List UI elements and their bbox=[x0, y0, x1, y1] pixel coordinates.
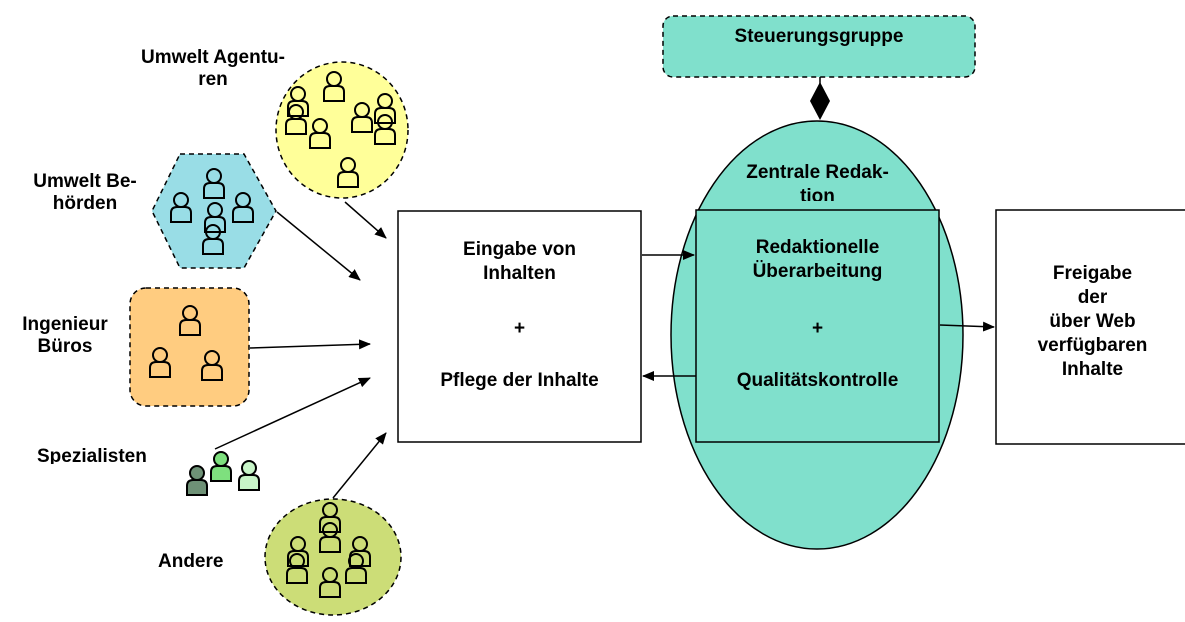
andere-group bbox=[264, 498, 402, 616]
editorial-plus: + bbox=[811, 318, 824, 339]
output-box-text: Freigabe der über Web verfügbaren Inhalt… bbox=[1037, 263, 1148, 380]
steering-group-label: Steuerungsgruppe bbox=[734, 26, 904, 47]
input-line-2: Inhalten bbox=[483, 263, 556, 284]
editorial-line-3: Qualitätskontrolle bbox=[736, 370, 899, 391]
input-box bbox=[397, 210, 642, 443]
umwelt-agenturen-label: Umwelt Agentu- ren bbox=[141, 47, 285, 90]
andere-label: Andere bbox=[158, 551, 224, 572]
editorial-box bbox=[695, 209, 940, 443]
arrow-agenturen-to-input bbox=[344, 201, 387, 239]
arrow-bueros-to-input bbox=[249, 339, 371, 350]
editorial-line-2: Überarbeitung bbox=[752, 261, 883, 282]
ingenieur-bueros-label: Ingenieur Büros bbox=[22, 314, 108, 357]
umwelt-behoerden-group bbox=[151, 153, 277, 269]
editorial-box-text: Redaktionelle Überarbeitung bbox=[696, 236, 939, 284]
steering-group-box bbox=[662, 15, 976, 78]
central-editorial-title: Zentrale Redak- tion bbox=[746, 162, 889, 201]
ingenieur-bueros-group bbox=[129, 287, 250, 407]
spezialisten-group bbox=[186, 451, 260, 496]
input-box-text: Eingabe von Inhalten bbox=[398, 238, 641, 286]
umwelt-behoerden-label: Umwelt Be- hörden bbox=[33, 171, 137, 214]
arrow-behoerden-to-input bbox=[276, 211, 361, 281]
arrow-andere-to-input bbox=[332, 432, 387, 499]
arrow-spezialisten-to-input bbox=[214, 377, 371, 450]
output-box bbox=[995, 209, 1185, 445]
arrow-editorial-to-output bbox=[939, 321, 995, 332]
umwelt-agenturen-group bbox=[275, 61, 409, 199]
input-line-3: Pflege der Inhalte bbox=[440, 370, 599, 391]
editorial-line-1: Redaktionelle bbox=[755, 237, 880, 258]
aggregation-diamond-icon bbox=[810, 82, 830, 120]
input-plus: + bbox=[513, 318, 526, 339]
spezialisten-label: Spezialisten bbox=[37, 446, 147, 464]
input-line-1: Eingabe von bbox=[463, 239, 576, 260]
